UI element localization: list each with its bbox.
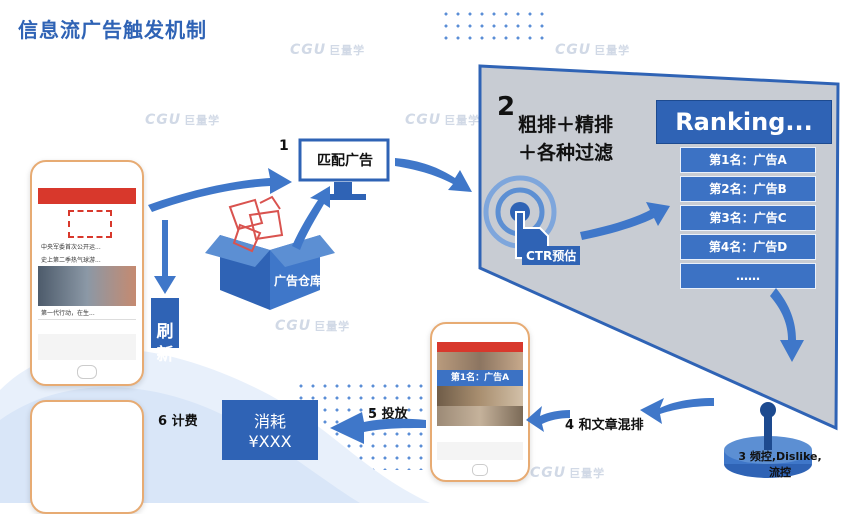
step2-line2: ＋各种过滤 <box>518 142 614 164</box>
ranking-title-text: Ranking... <box>675 108 813 136</box>
arrow-right-icon <box>148 168 292 212</box>
arrow-down-icon <box>770 288 804 362</box>
cost-line1: 消耗 <box>253 412 286 431</box>
refresh-label: 刷 新 <box>151 298 179 365</box>
news-image <box>38 266 136 306</box>
phone-feed-screen: 中央军委首次公开运... 史上第二季热气球游... 第一代行动，在生... <box>38 188 136 360</box>
inserted-ad: 第1名：广告A <box>437 370 523 386</box>
home-button <box>472 464 488 476</box>
app-header-bar <box>437 342 523 352</box>
news-headline: 第一代行动，在生... <box>38 306 136 319</box>
ranking-item: 第1名：广告A <box>680 147 816 173</box>
arrow-left-icon <box>526 406 570 432</box>
step5-label: 5 投放 <box>368 407 408 422</box>
news-headline: 史上第二季热气球游... <box>38 253 136 266</box>
page-title: 信息流广告触发机制 <box>18 18 207 42</box>
refresh-text: 刷 新 <box>156 322 174 365</box>
ranking-item: …… <box>680 263 816 289</box>
joystick-icon <box>724 402 812 478</box>
step1-number: 1 <box>279 138 289 154</box>
home-button <box>77 365 97 379</box>
phone-mixed: 第1名：广告A <box>430 322 530 482</box>
arrow-up-icon <box>292 186 330 250</box>
arrow-left-icon <box>330 412 426 444</box>
step4-label: 4 和文章混排 <box>565 418 644 433</box>
arrow-left-icon <box>640 398 714 424</box>
app-header-bar <box>38 188 136 204</box>
step2-line1: 粗排＋精排 <box>518 114 614 136</box>
step3-label: 3 频控,Dislike, 流控 <box>738 450 822 479</box>
news-headline: 中央军委首次公开运... <box>38 240 136 253</box>
news-image <box>437 386 523 406</box>
ranking-item: 第2名：广告B <box>680 176 816 202</box>
ranking-title: Ranking... <box>656 100 832 144</box>
arrow-right-icon <box>580 202 670 240</box>
phone-feed: 中央军委首次公开运... 史上第二季热气球游... 第一代行动，在生... <box>30 160 144 386</box>
news-image <box>437 352 523 370</box>
monitor-icon <box>298 138 390 200</box>
flow-arrows <box>148 158 804 444</box>
step2-number: 2 <box>497 92 516 122</box>
arrow-right-icon <box>395 158 472 192</box>
step6-label: 6 计费 <box>158 414 198 429</box>
news-image <box>437 406 523 426</box>
ranking-item: 第3名：广告C <box>680 205 816 231</box>
cost-line2: ¥XXX <box>248 432 292 451</box>
step1-label: 匹配广告 <box>317 153 373 169</box>
phone-mixed-screen: 第1名：广告A <box>437 342 523 460</box>
decor-dots-top <box>440 8 550 46</box>
arrow-down-icon <box>162 220 168 278</box>
warehouse-box-icon <box>205 195 335 310</box>
ranking-item: 第4名：广告D <box>680 234 816 260</box>
news-headline-area <box>437 426 523 442</box>
tab-bar <box>38 319 136 334</box>
cost-box: 消耗 ¥XXX <box>222 400 318 460</box>
ctr-label: CTR预估 <box>522 246 581 265</box>
warehouse-label: 广告仓库 <box>274 274 323 288</box>
ad-slot <box>38 204 136 240</box>
